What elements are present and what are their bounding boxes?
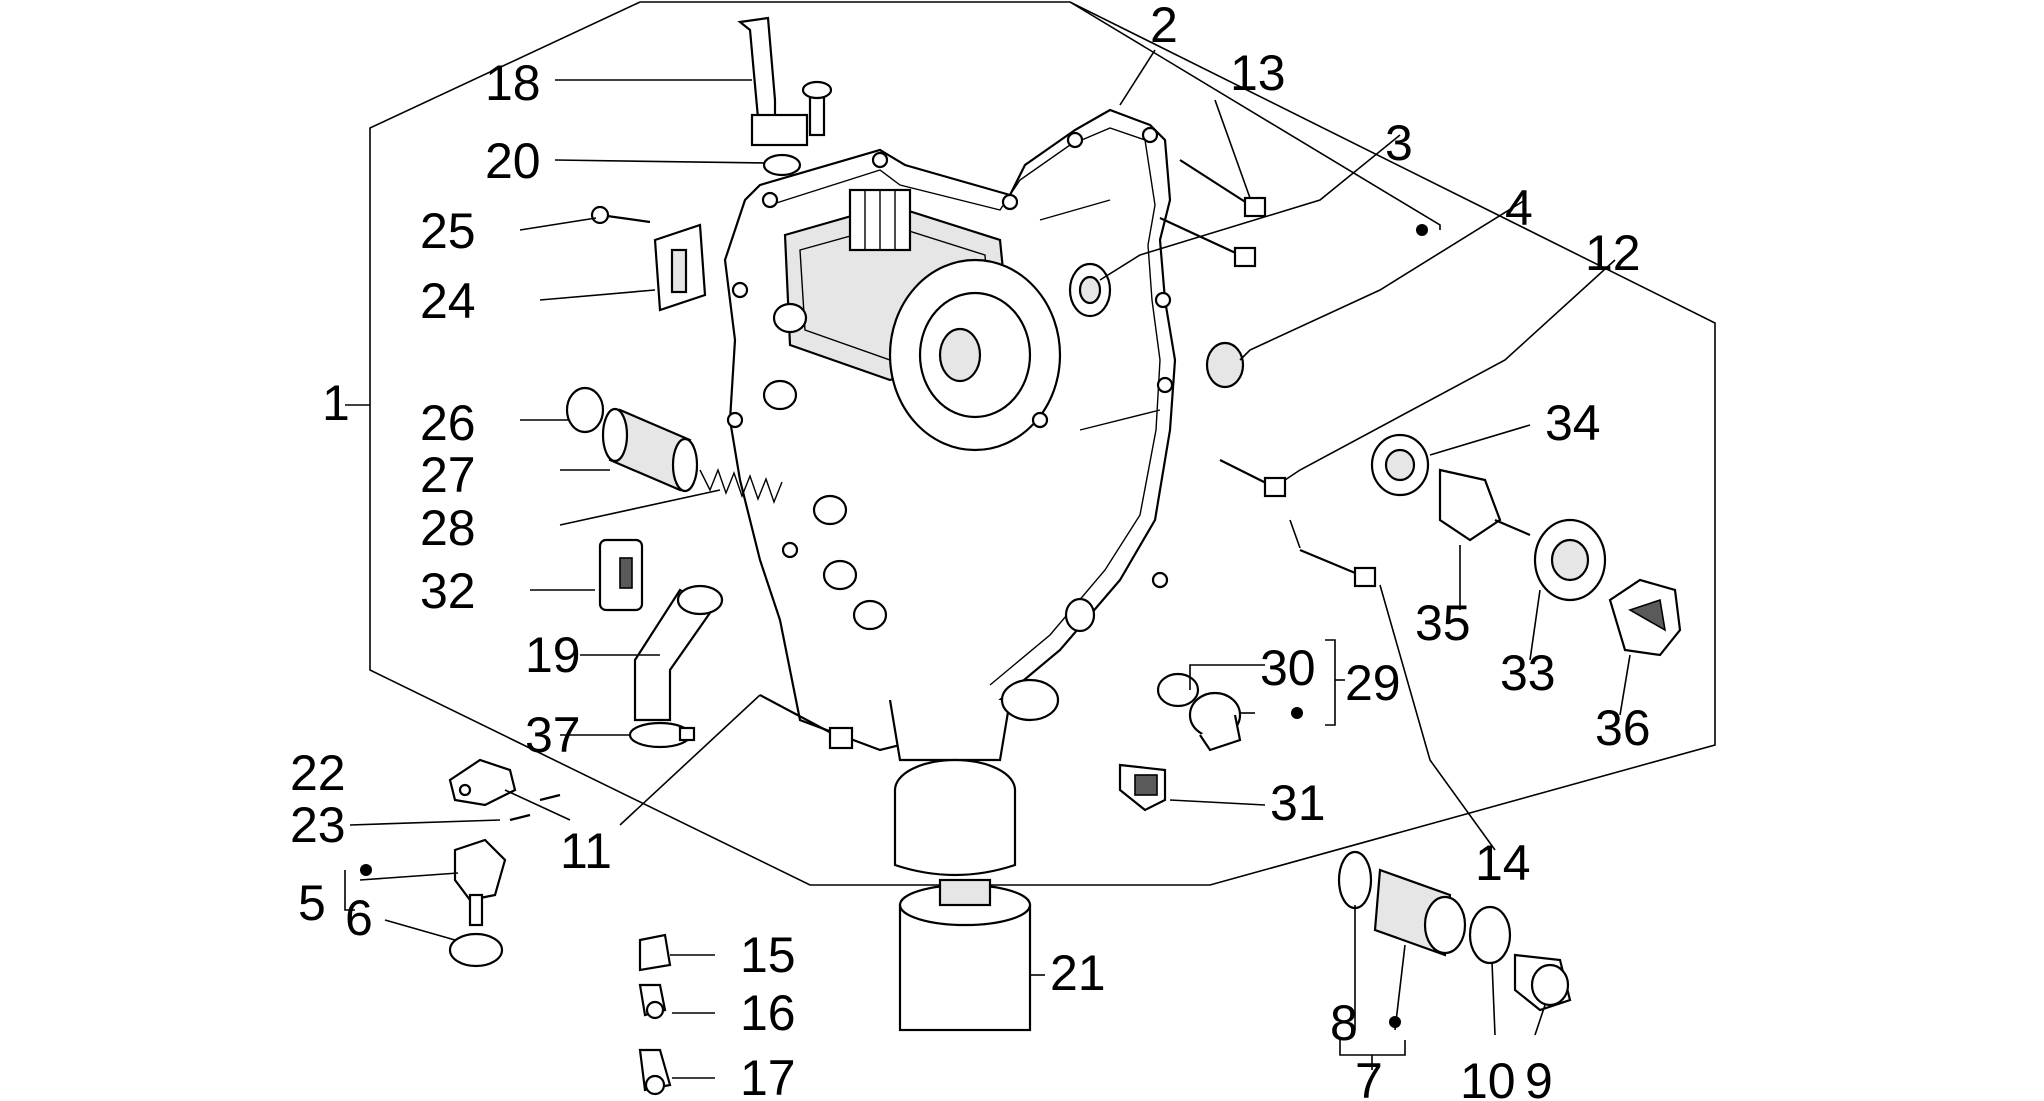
bracket-29: [1325, 639, 1336, 726]
label-17: 17: [740, 1050, 796, 1101]
label-34: 34: [1545, 395, 1601, 451]
bolt-12: [1219, 459, 1287, 498]
label-29: 29: [1345, 655, 1401, 711]
label-33: 33: [1500, 645, 1556, 701]
label-8: 8: [1330, 995, 1358, 1051]
label-36: 36: [1595, 700, 1651, 756]
label-21: 21: [1050, 945, 1106, 1001]
label-27: 27: [420, 447, 476, 503]
oring-10: [1468, 905, 1512, 965]
seal-4: [1205, 341, 1245, 389]
bolts-13-3: [1159, 159, 1267, 268]
shaft-35: [1438, 468, 1531, 542]
impeller-36: [1608, 578, 1682, 657]
label-13: 13: [1230, 45, 1286, 101]
label-12: 12: [1585, 225, 1641, 281]
bracket-24: [590, 205, 707, 312]
label-9: 9: [1525, 1053, 1553, 1101]
label-24: 24: [420, 273, 476, 329]
label-35: 35: [1415, 595, 1471, 651]
label-16: 16: [740, 985, 796, 1041]
hose-19: [633, 584, 724, 722]
bush-27: [601, 407, 699, 493]
label-3: 3: [1385, 115, 1413, 171]
dipstick-5: [448, 838, 507, 968]
assembly-outline: [369, 1, 1716, 886]
bolt-14: [1299, 548, 1377, 588]
label-10: 10: [1460, 1053, 1516, 1101]
oil-filter-21: [898, 878, 1032, 1032]
label-26: 26: [420, 395, 476, 451]
label-7: 7: [1355, 1053, 1383, 1101]
drain-plug-9: [1513, 953, 1572, 1012]
label-2: 2: [1150, 0, 1178, 53]
sender-31: [1118, 763, 1167, 812]
oring-20: [762, 153, 802, 177]
clip-16: [638, 983, 667, 1020]
label-23: 23: [290, 797, 346, 853]
crankcase-cover: [723, 108, 1177, 877]
plug-29: [1156, 672, 1242, 752]
label-28: 28: [420, 500, 476, 556]
label-22: 22: [290, 745, 346, 801]
label-20: 20: [485, 133, 541, 189]
clamp-37: [628, 721, 696, 749]
label-6: 6: [345, 890, 373, 946]
seal-33: [1533, 518, 1607, 602]
spring-28: [699, 468, 783, 504]
label-32: 32: [420, 563, 476, 619]
label-31: 31: [1270, 775, 1326, 831]
strainer-7: [1337, 850, 1467, 957]
label-14: 14: [1475, 835, 1531, 891]
label-15: 15: [740, 927, 796, 983]
label-25: 25: [420, 203, 476, 259]
pipe-18: [737, 16, 833, 147]
label-5: 5: [298, 875, 326, 931]
label-30: 30: [1260, 640, 1316, 696]
label-4: 4: [1505, 180, 1533, 236]
element-32: [598, 538, 644, 612]
plate-22: [448, 758, 517, 807]
label-18: 18: [485, 55, 541, 111]
screw-23: [509, 793, 561, 822]
seal-3: [1068, 262, 1112, 318]
clip-17: [638, 1048, 672, 1096]
label-11: 11: [560, 823, 612, 879]
label-1: 1: [322, 375, 350, 431]
label-19: 19: [525, 627, 581, 683]
washer-26: [565, 386, 605, 434]
leader-lines: [344, 49, 1631, 1079]
bolt-11: [759, 694, 854, 750]
reference-dots: [360, 224, 1428, 1028]
clip-15: [638, 933, 672, 972]
assembly-outline-inner: [1069, 1, 1441, 230]
label-37: 37: [525, 707, 581, 763]
part-labels: 1 2 3 4 12 13 34 35 33 36 14 30 29 31 21…: [290, 0, 1651, 1101]
bearing-34: [1370, 433, 1430, 497]
